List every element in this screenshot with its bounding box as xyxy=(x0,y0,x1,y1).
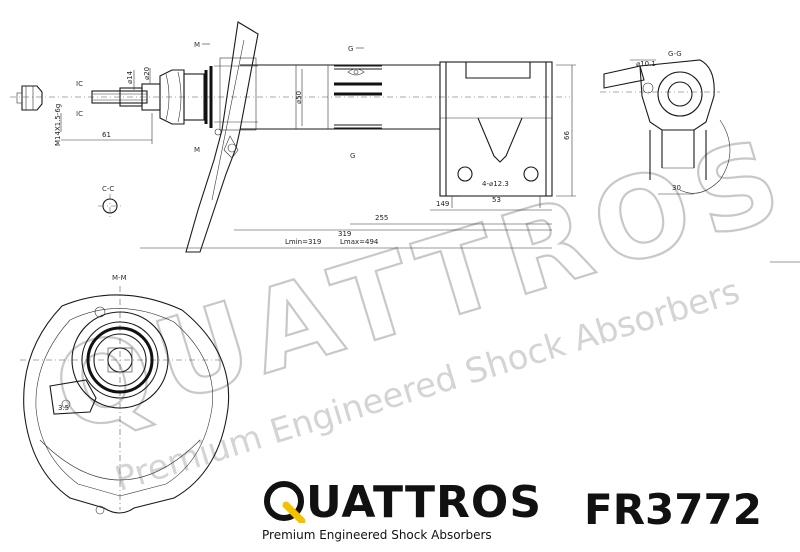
brand-name: UATTROS xyxy=(306,477,543,528)
label-mm: M-M xyxy=(112,274,127,282)
dim-53: 53 xyxy=(492,196,501,204)
label-m-top: M xyxy=(194,41,200,49)
end-nut-view xyxy=(16,85,43,111)
section-gg-view: G-G ⌀10.1 30 xyxy=(600,50,731,195)
label-cc: C-C xyxy=(102,185,114,193)
brand-logo: UATTROS xyxy=(262,478,542,528)
part-number: FR3772 xyxy=(584,485,762,534)
label-g-top: G xyxy=(348,45,353,53)
strut-side-view: M14X1.5-6g ⌀14 ⌀20 ⌀50 61 149 255 319 Lm… xyxy=(10,21,800,263)
dim-255: 255 xyxy=(375,214,388,222)
label-gg: G-G xyxy=(668,50,682,58)
dim-149: 149 xyxy=(436,200,449,208)
dim-d14: ⌀14 xyxy=(126,70,134,84)
body-tube xyxy=(240,64,440,130)
dim-d10-1: ⌀10.1 xyxy=(636,60,656,68)
label-g-bottom: G xyxy=(350,152,355,160)
section-cc-view: C-C xyxy=(98,185,122,218)
piston-rod xyxy=(91,83,161,111)
label-ic-bottom: IC xyxy=(76,110,83,118)
section-mm-view: M-M 3.5 xyxy=(20,274,230,515)
knuckle-bracket xyxy=(439,61,553,208)
brand-block: UATTROS Premium Engineered Shock Absorbe… xyxy=(262,478,552,548)
q-logo-icon xyxy=(264,481,306,523)
spring-seat-plate xyxy=(185,21,259,253)
dim-319: 319 xyxy=(338,230,351,238)
watermark: QUATTROS Premium Engineered Shock Absorb… xyxy=(39,112,800,500)
dimension-lines xyxy=(60,64,800,263)
dim-holes: 4-⌀12.3 xyxy=(482,180,509,188)
dim-30: 30 xyxy=(672,184,681,192)
dim-61: 61 xyxy=(102,131,111,139)
dim-3-5: 3.5 xyxy=(58,404,69,412)
top-bearing xyxy=(159,66,213,128)
dim-lmin: Lmin=319 xyxy=(285,238,321,246)
dim-d50: ⌀50 xyxy=(295,91,303,104)
label-ic-top: IC xyxy=(76,80,83,88)
dim-lmax: Lmax=494 xyxy=(340,238,379,246)
brand-tagline: Premium Engineered Shock Absorbers xyxy=(262,528,492,542)
dim-66: 66 xyxy=(563,131,571,140)
dim-d20: ⌀20 xyxy=(143,67,151,80)
label-m-bottom: M xyxy=(194,146,200,154)
dim-thread: M14X1.5-6g xyxy=(54,104,62,146)
